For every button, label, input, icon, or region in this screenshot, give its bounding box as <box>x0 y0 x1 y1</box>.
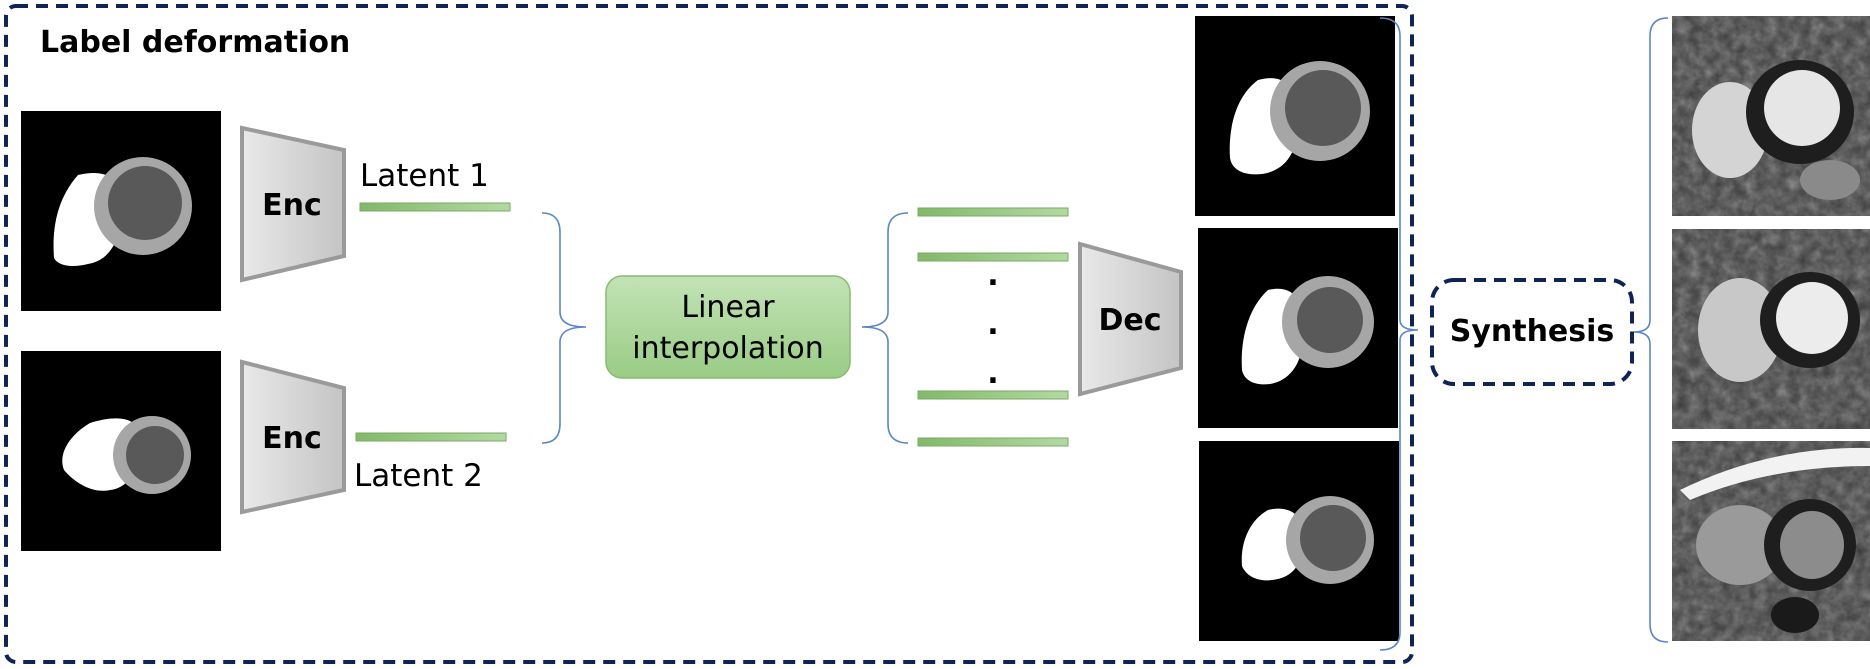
decoder: Dec <box>1078 241 1183 397</box>
interp-latent-bar-2 <box>917 252 1069 262</box>
output-brace <box>1379 17 1419 651</box>
encoder-1: Enc <box>240 125 346 283</box>
interp-latent-bar-4 <box>917 437 1069 447</box>
encoder-2: Enc <box>240 359 346 515</box>
group-title: Label deformation <box>40 25 350 60</box>
output-mask-2 <box>1198 228 1398 428</box>
input-mask-1 <box>21 111 221 311</box>
synthesis-brace <box>1633 17 1669 643</box>
latent-2-label: Latent 2 <box>354 458 483 494</box>
ellipsis-dot-3: . <box>987 356 998 391</box>
synthesis-label: Synthesis <box>1450 314 1615 349</box>
encoder-2-label: Enc <box>262 421 322 456</box>
label-deformation-frame <box>4 4 1414 664</box>
linear-interpolation-box: Linear interpolation <box>605 275 851 379</box>
ellipsis-dot-1: . <box>987 258 998 293</box>
ellipsis-dot-2: . <box>987 307 998 342</box>
interp-label-line2: interpolation <box>632 331 823 366</box>
input-mask-2 <box>21 351 221 551</box>
decoder-label: Dec <box>1098 303 1161 338</box>
latent-1-label: Latent 1 <box>360 158 489 194</box>
output-mask-3 <box>1199 441 1399 641</box>
synthesized-image-3 <box>1672 441 1870 641</box>
interp-label-line1: Linear <box>681 290 775 325</box>
output-mask-1 <box>1195 16 1395 216</box>
synthesized-image-1 <box>1672 16 1870 216</box>
synthesized-image-2 <box>1672 229 1870 429</box>
interp-latent-bar-1 <box>917 207 1069 217</box>
latent-2-bar <box>355 432 507 442</box>
split-brace <box>861 212 909 444</box>
encoder-1-label: Enc <box>262 188 322 223</box>
synthesis-box: Synthesis <box>1430 278 1634 386</box>
latent-1-bar <box>359 202 511 212</box>
interp-latent-bar-3 <box>917 390 1069 400</box>
merge-brace <box>541 212 587 444</box>
